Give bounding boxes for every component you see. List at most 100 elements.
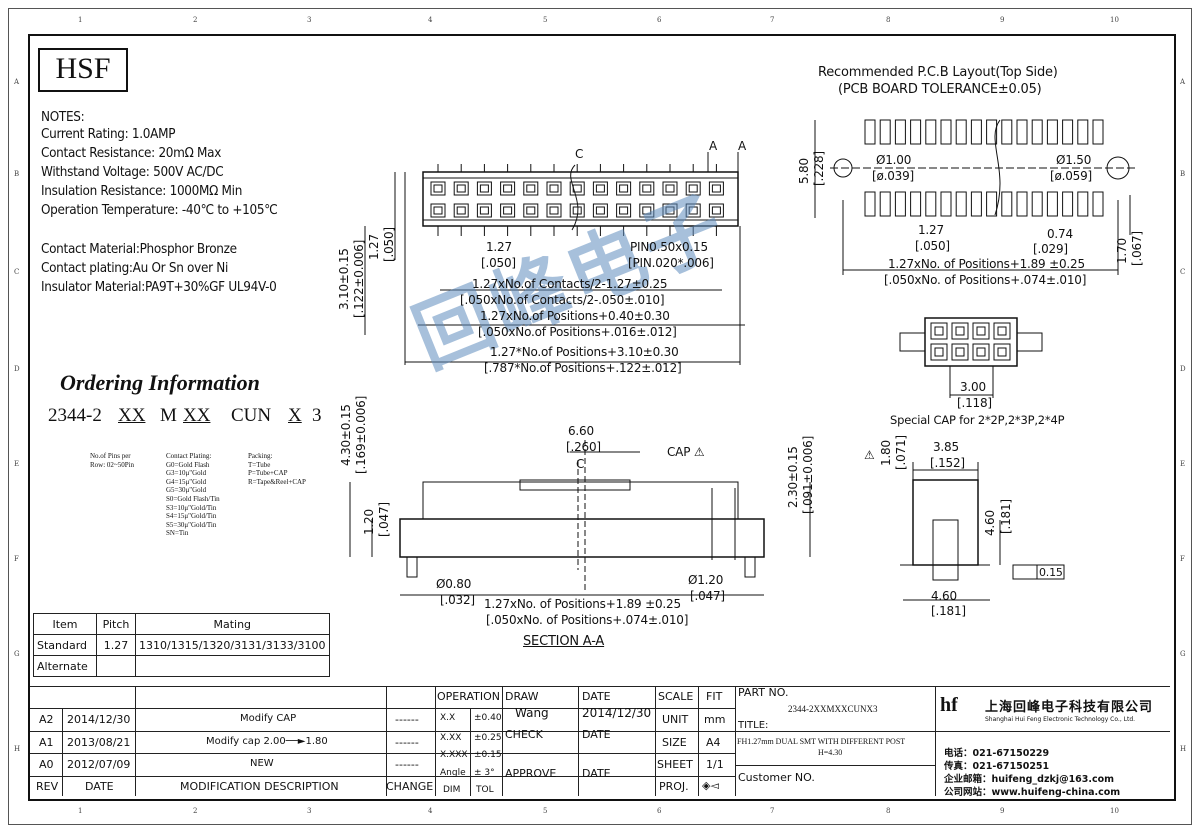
- draw-date: 2014/12/30: [582, 706, 652, 720]
- note-line: Current Rating: 1.0AMP: [41, 127, 176, 142]
- part-code: XX: [183, 405, 211, 426]
- projection-icon: ◈◅: [702, 779, 719, 792]
- dim-text: Ø1.00: [876, 153, 912, 167]
- dim-text: 1.27xNo.of Positions+0.40±0.30: [480, 309, 670, 323]
- warning-icon: ⚠: [864, 448, 875, 462]
- dim-text: [.050xNo.of Positions+.016±.012]: [478, 325, 677, 339]
- dim-text: 1.27xNo.of Contacts/2-1.27±0.25: [472, 277, 668, 291]
- dim-text: [ø.039]: [872, 169, 915, 183]
- tol-value: ±0.15: [474, 750, 502, 760]
- website: 公司网站：www.huifeng-china.com: [944, 787, 1121, 798]
- company-name-en: Shanghai Hui Feng Electronic Technology …: [985, 716, 1136, 723]
- customer-label: Customer NO.: [738, 771, 815, 784]
- email: 企业邮箱：huifeng_dzkj@163.com: [944, 774, 1115, 785]
- dim-text: 3.85: [933, 440, 959, 454]
- note-line: Insulator Material:PA9T+30%GF UL94V-0: [41, 280, 277, 295]
- dim-text: 1.27: [486, 240, 512, 254]
- proj-label: PROJ.: [659, 780, 689, 793]
- dim-text: [.029]: [1033, 242, 1068, 256]
- dim-text: [.067]: [1130, 231, 1144, 266]
- company-name-cn: 上海回峰电子科技有限公司: [985, 700, 1154, 715]
- desc-header: MODIFICATION DESCRIPTION: [180, 780, 339, 793]
- drawing-title-2: H=4.30: [818, 748, 843, 757]
- dim-text: [.047]: [377, 502, 391, 537]
- size-label: SIZE: [662, 736, 687, 749]
- unit-value: mm: [704, 713, 726, 726]
- section-mark: A: [738, 139, 747, 153]
- dim-text: [.032]: [440, 593, 475, 607]
- dim-text: 1.27: [367, 234, 381, 260]
- dim-text: [.152]: [930, 456, 965, 470]
- dim-text: [ø.059]: [1050, 169, 1093, 183]
- tol-label: Angle: [440, 768, 466, 778]
- tol-value: ± 3°: [474, 768, 495, 778]
- tol-label: X.XX: [440, 733, 462, 743]
- dim-text: [PIN.020*.006]: [628, 256, 714, 270]
- approve-label: APPROVE: [505, 767, 557, 780]
- note-line: Operation Temperature: -40℃ to +105℃: [41, 203, 278, 218]
- part-code: 3: [312, 405, 322, 426]
- cut-mark: C: [576, 457, 585, 471]
- cap-label: CAP ⚠: [667, 445, 705, 459]
- rev-header: REV: [36, 780, 59, 793]
- dim-text: [.050xNo. of Positions+.074±.010]: [486, 613, 689, 627]
- title-label: TITLE:: [738, 720, 769, 731]
- dim-text: 4.60: [931, 589, 957, 603]
- company-logo-icon: hf: [940, 694, 958, 716]
- dim-text: [.181]: [999, 499, 1013, 534]
- rev-desc: Modify CAP: [240, 713, 297, 724]
- scale-label: SCALE: [658, 690, 694, 703]
- dim-text: 4.30±0.15: [339, 404, 353, 466]
- dim-text: 3.00: [960, 380, 986, 394]
- size-value: A4: [706, 736, 721, 749]
- dim-text: 0.74: [1047, 227, 1073, 241]
- dim-text: [.091±0.006]: [801, 435, 815, 514]
- date-label: DATE: [582, 690, 611, 703]
- part-code: X: [288, 405, 302, 426]
- fax: 传真：021-67150251: [944, 761, 1050, 772]
- dim-text: 5.80: [797, 158, 811, 184]
- date-label: DATE: [582, 767, 611, 780]
- dim-text: 3.10±0.15: [337, 248, 351, 310]
- date-header: DATE: [85, 780, 114, 793]
- dim-text: 0.15: [1039, 566, 1063, 579]
- ordering-title: Ordering Information: [60, 370, 260, 395]
- date-label: DATE: [582, 728, 611, 741]
- draw-name: Wang: [515, 706, 549, 720]
- dim-text: 1.20: [362, 509, 376, 535]
- dim-text: PIN0.50x0.15: [630, 240, 708, 254]
- tol-header: TOL: [476, 785, 494, 795]
- part-code: XX: [118, 405, 146, 426]
- sheet-label: SHEET: [657, 758, 693, 771]
- rev-change: ------: [395, 736, 419, 749]
- unit-label: UNIT: [662, 713, 689, 726]
- dim-text: [.787*No.of Positions+.122±.012]: [484, 361, 682, 375]
- dim-text: 6.60: [568, 424, 594, 438]
- dim-text: [.169±0.006]: [354, 395, 368, 474]
- note-line: Contact plating:Au Or Sn over Ni: [41, 261, 228, 276]
- hsf-logo: HSF: [38, 48, 128, 92]
- dim-text: [.228]: [812, 151, 826, 186]
- dim-text: Ø0.80: [436, 577, 472, 591]
- rev-date: 2014/12/30: [67, 713, 131, 726]
- dim-text: Ø1.50: [1056, 153, 1092, 167]
- rev-change: ------: [395, 758, 419, 771]
- section-mark: A: [709, 139, 718, 153]
- tol-label: X.X: [440, 713, 456, 723]
- part-no-label: PART NO.: [738, 686, 789, 699]
- part-no: 2344-2XXMXXCUNX3: [788, 704, 878, 714]
- operation-label: OPERATION: [437, 690, 500, 703]
- draw-label: DRAW: [505, 690, 539, 703]
- dim-text: [.050]: [481, 256, 516, 270]
- notes-heading: NOTES:: [41, 110, 85, 125]
- dim-text: [.050]: [915, 239, 950, 253]
- part-code: M: [160, 405, 177, 426]
- dim-text: 1.80: [879, 440, 893, 466]
- rev-id: A2: [39, 713, 54, 726]
- dim-text: 1.27: [918, 223, 944, 237]
- dim-text: Ø1.20: [688, 573, 724, 587]
- dim-text: [.260]: [566, 440, 601, 454]
